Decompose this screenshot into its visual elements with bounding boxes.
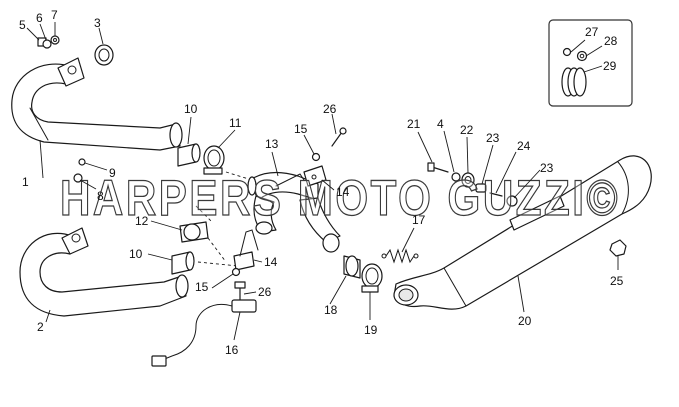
callout-14-lower: 14 <box>264 255 278 269</box>
gasket-ring <box>94 44 114 66</box>
callout-28: 28 <box>604 34 618 48</box>
callout-27: 27 <box>585 25 599 39</box>
washer-4 <box>451 172 461 182</box>
sleeve-lower <box>171 251 195 275</box>
sleeve-18 <box>343 255 361 279</box>
callout-23-upper: 23 <box>486 131 500 145</box>
callout-21: 21 <box>407 117 421 131</box>
spacer-23-lower <box>506 195 518 207</box>
callout-3: 3 <box>94 16 101 30</box>
bolt-26-upper <box>331 127 347 147</box>
silencer <box>393 155 652 310</box>
sleeve-upper <box>177 143 201 167</box>
callout-13: 13 <box>265 137 279 151</box>
spacer-23-upper <box>475 183 487 193</box>
callout-15-upper: 15 <box>294 122 308 136</box>
callout-labels: 1 2 3 4 5 6 7 8 9 10 10 11 12 13 14 14 1 <box>19 8 624 357</box>
callout-29: 29 <box>603 59 617 73</box>
callout-9: 9 <box>109 166 116 180</box>
callout-10-upper: 10 <box>184 102 198 116</box>
callout-15-lower: 15 <box>195 280 209 294</box>
callout-6: 6 <box>36 11 43 25</box>
crossover-pipe <box>247 171 341 253</box>
callout-4: 4 <box>437 117 444 131</box>
header-pipe-lower <box>19 227 189 317</box>
callout-22: 22 <box>460 123 474 137</box>
clamp-12 <box>179 221 209 243</box>
callout-16: 16 <box>225 343 239 357</box>
grommet-22 <box>461 172 475 188</box>
callout-1: 1 <box>22 175 29 189</box>
clamp-11 <box>203 145 225 175</box>
callout-25: 25 <box>610 274 624 288</box>
screw-24 <box>489 192 503 197</box>
clamp-19 <box>361 263 383 293</box>
callout-26-lower: 26 <box>258 285 272 299</box>
callout-23-lower: 23 <box>540 161 554 175</box>
bracket-14-lower <box>233 229 259 271</box>
callout-18: 18 <box>324 303 338 317</box>
callout-11: 11 <box>229 116 242 130</box>
bolt-26-lower <box>234 281 246 301</box>
bracket-14-upper <box>303 165 327 187</box>
watermark: HARPERS MOTO GUZZI© <box>60 170 620 226</box>
fasteners-5-6-7 <box>37 35 60 49</box>
inset-box <box>548 19 633 107</box>
assembly-guides <box>195 171 253 267</box>
callout-14-upper: 14 <box>336 185 350 199</box>
lambda-sensor <box>151 299 257 367</box>
callout-26-upper: 26 <box>323 102 337 116</box>
callout-17: 17 <box>412 213 426 227</box>
callout-8: 8 <box>97 189 104 203</box>
nut-25 <box>609 239 627 257</box>
spring-17 <box>381 248 419 264</box>
callout-5: 5 <box>19 18 26 32</box>
nut-15-upper <box>311 152 321 162</box>
bolt-21 <box>427 162 449 173</box>
callout-7: 7 <box>51 8 58 22</box>
callout-12: 12 <box>135 214 149 228</box>
callout-19: 19 <box>364 323 378 337</box>
nut-15-lower <box>231 267 241 277</box>
callout-2: 2 <box>37 320 44 334</box>
callout-24: 24 <box>517 139 531 153</box>
callout-20: 20 <box>518 314 532 328</box>
callout-10-lower: 10 <box>129 247 143 261</box>
header-pipe-upper <box>11 57 183 151</box>
